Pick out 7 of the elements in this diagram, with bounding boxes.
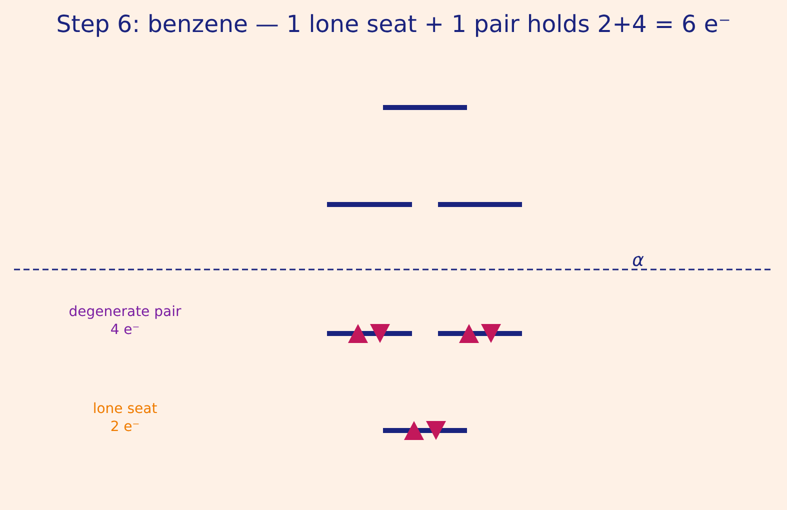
energy-level-bar (383, 105, 467, 110)
level-label: lone seat 2 e⁻ (92, 400, 158, 436)
energy-level-bar (438, 202, 522, 207)
title: Step 6: benzene — 1 lone seat + 1 pair holds 2+4 = 6 e⁻ (56, 9, 731, 39)
alpha-label: α (631, 250, 645, 272)
energy-level-bar (327, 202, 412, 207)
level-label: degenerate pair 4 e⁻ (68, 303, 182, 339)
